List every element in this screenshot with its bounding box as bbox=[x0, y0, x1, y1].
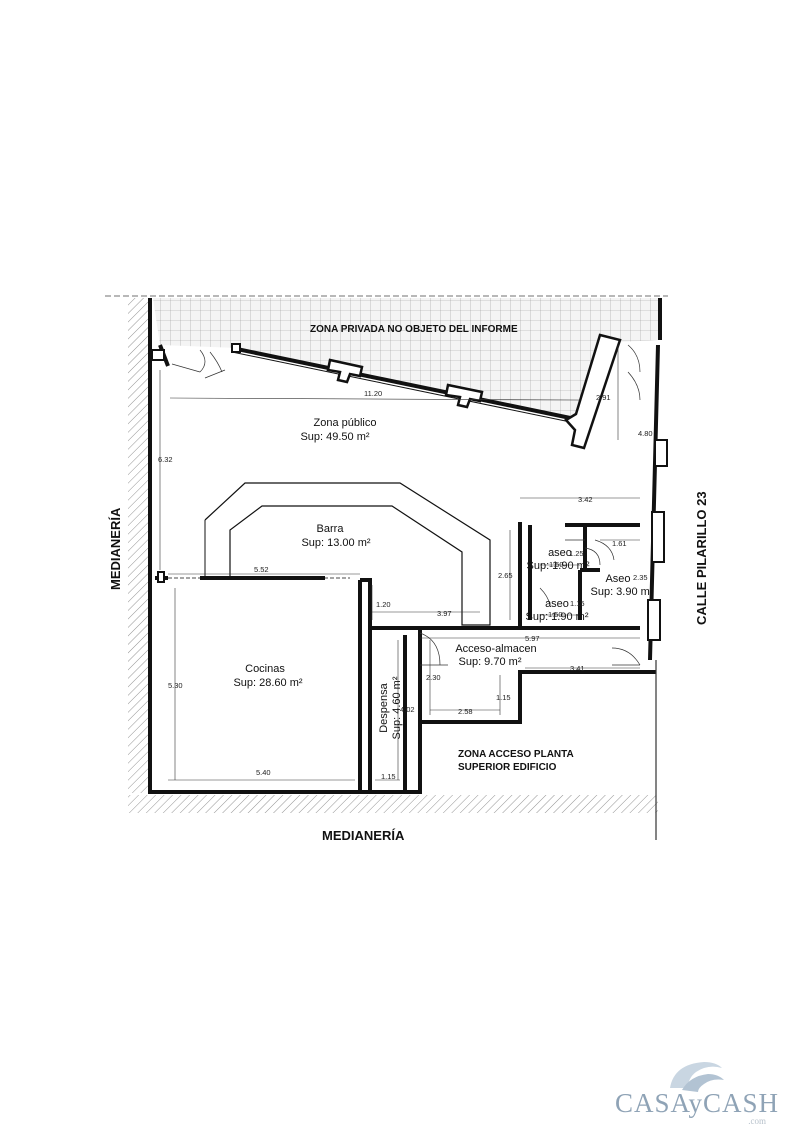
svg-text:Sup: 9.70 m²: Sup: 9.70 m² bbox=[459, 656, 522, 668]
wave-logo-icon bbox=[670, 1062, 724, 1092]
svg-text:Zona público: Zona público bbox=[314, 417, 377, 429]
svg-text:Barra: Barra bbox=[317, 523, 345, 535]
svg-text:1.61: 1.61 bbox=[612, 539, 627, 548]
svg-text:Cocinas: Cocinas bbox=[245, 663, 285, 675]
left-party-wall-label: MEDIANERÍA bbox=[108, 507, 123, 590]
svg-text:2.91: 2.91 bbox=[596, 393, 611, 402]
svg-text:4.80: 4.80 bbox=[638, 429, 653, 438]
svg-text:3.42: 3.42 bbox=[578, 495, 593, 504]
room-aseo-3: Aseo Sup: 3.90 m² bbox=[591, 573, 654, 598]
column-1 bbox=[326, 358, 364, 384]
svg-text:5.52: 5.52 bbox=[254, 565, 269, 574]
left-party-wall-hatch bbox=[128, 298, 150, 793]
svg-text:Sup: 4.60 m²: Sup: 4.60 m² bbox=[391, 676, 403, 739]
svg-text:1.50: 1.50 bbox=[548, 610, 563, 619]
room-aseo-1: aseo Sup: 1.90 m² bbox=[527, 547, 590, 572]
svg-text:3.97: 3.97 bbox=[437, 609, 452, 618]
svg-text:Acceso-almacen: Acceso-almacen bbox=[455, 643, 536, 655]
svg-text:4.02: 4.02 bbox=[400, 705, 415, 714]
svg-text:Sup: 28.60 m²: Sup: 28.60 m² bbox=[233, 677, 302, 689]
private-zone-area bbox=[153, 298, 658, 420]
svg-text:2.65: 2.65 bbox=[498, 571, 513, 580]
svg-text:5.40: 5.40 bbox=[256, 768, 271, 777]
private-zone-label: ZONA PRIVADA NO OBJETO DEL INFORME bbox=[310, 324, 518, 335]
svg-text:Sup: 3.90 m²: Sup: 3.90 m² bbox=[591, 586, 654, 598]
svg-text:Sup: 1.90 m²: Sup: 1.90 m² bbox=[526, 611, 589, 623]
bottom-party-wall-label: MEDIANERÍA bbox=[322, 828, 405, 843]
logo-brand-text: CASAyCASH bbox=[614, 1088, 780, 1118]
svg-text:1.15: 1.15 bbox=[496, 693, 511, 702]
svg-text:Sup: 13.00 m²: Sup: 13.00 m² bbox=[301, 537, 370, 549]
svg-text:5.97: 5.97 bbox=[525, 634, 540, 643]
column-2 bbox=[444, 383, 484, 409]
street-label: CALLE PILARILLO 23 bbox=[694, 491, 709, 625]
room-cocinas: Cocinas Sup: 28.60 m² bbox=[233, 663, 302, 689]
access-zone-label-1: ZONA ACCESO PLANTA bbox=[458, 749, 574, 760]
room-aseo-2: aseo Sup: 1.90 m² bbox=[526, 598, 589, 623]
svg-text:3.41: 3.41 bbox=[570, 664, 585, 673]
svg-text:2.35: 2.35 bbox=[633, 573, 648, 582]
access-zone-label-2: SUPERIOR EDIFICIO bbox=[458, 762, 557, 773]
svg-text:6.32: 6.32 bbox=[158, 455, 173, 464]
svg-text:5.30: 5.30 bbox=[168, 681, 183, 690]
room-barra: Barra Sup: 13.00 m² bbox=[301, 523, 370, 549]
svg-text:1.15: 1.15 bbox=[570, 599, 585, 608]
logo-tld-text: .com bbox=[748, 1116, 766, 1126]
svg-text:11.20: 11.20 bbox=[364, 389, 382, 398]
svg-text:aseo: aseo bbox=[545, 598, 569, 610]
svg-text:1.25: 1.25 bbox=[569, 549, 584, 558]
svg-text:1.20: 1.20 bbox=[376, 600, 391, 609]
corner-pillar bbox=[564, 333, 622, 450]
bar-counter bbox=[204, 482, 491, 626]
svg-text:Aseo: Aseo bbox=[605, 573, 630, 585]
bottom-party-wall-hatch bbox=[128, 795, 658, 813]
svg-text:1.15: 1.15 bbox=[381, 772, 396, 781]
svg-text:Sup: 49.50 m²: Sup: 49.50 m² bbox=[300, 431, 369, 443]
svg-text:2.30: 2.30 bbox=[426, 673, 441, 682]
aseo-walls bbox=[518, 522, 640, 628]
room-acceso-almacen: Acceso-almacen Sup: 9.70 m² bbox=[455, 643, 536, 668]
svg-text:aseo: aseo bbox=[548, 547, 572, 559]
room-zona-publico: Zona público Sup: 49.50 m² bbox=[300, 417, 376, 443]
svg-text:1.50: 1.50 bbox=[549, 560, 564, 569]
casaycash-logo: CASAyCASH .com bbox=[612, 1058, 782, 1126]
svg-text:2.58: 2.58 bbox=[458, 707, 473, 716]
room-despensa: Despensa Sup: 4.60 m² bbox=[378, 676, 403, 739]
dimension-labels: 11.20 6.32 2.91 4.80 3.42 5.52 1.20 3.97… bbox=[158, 389, 653, 781]
svg-text:Sup: 1.90 m²: Sup: 1.90 m² bbox=[527, 560, 590, 572]
svg-text:Despensa: Despensa bbox=[378, 682, 390, 732]
